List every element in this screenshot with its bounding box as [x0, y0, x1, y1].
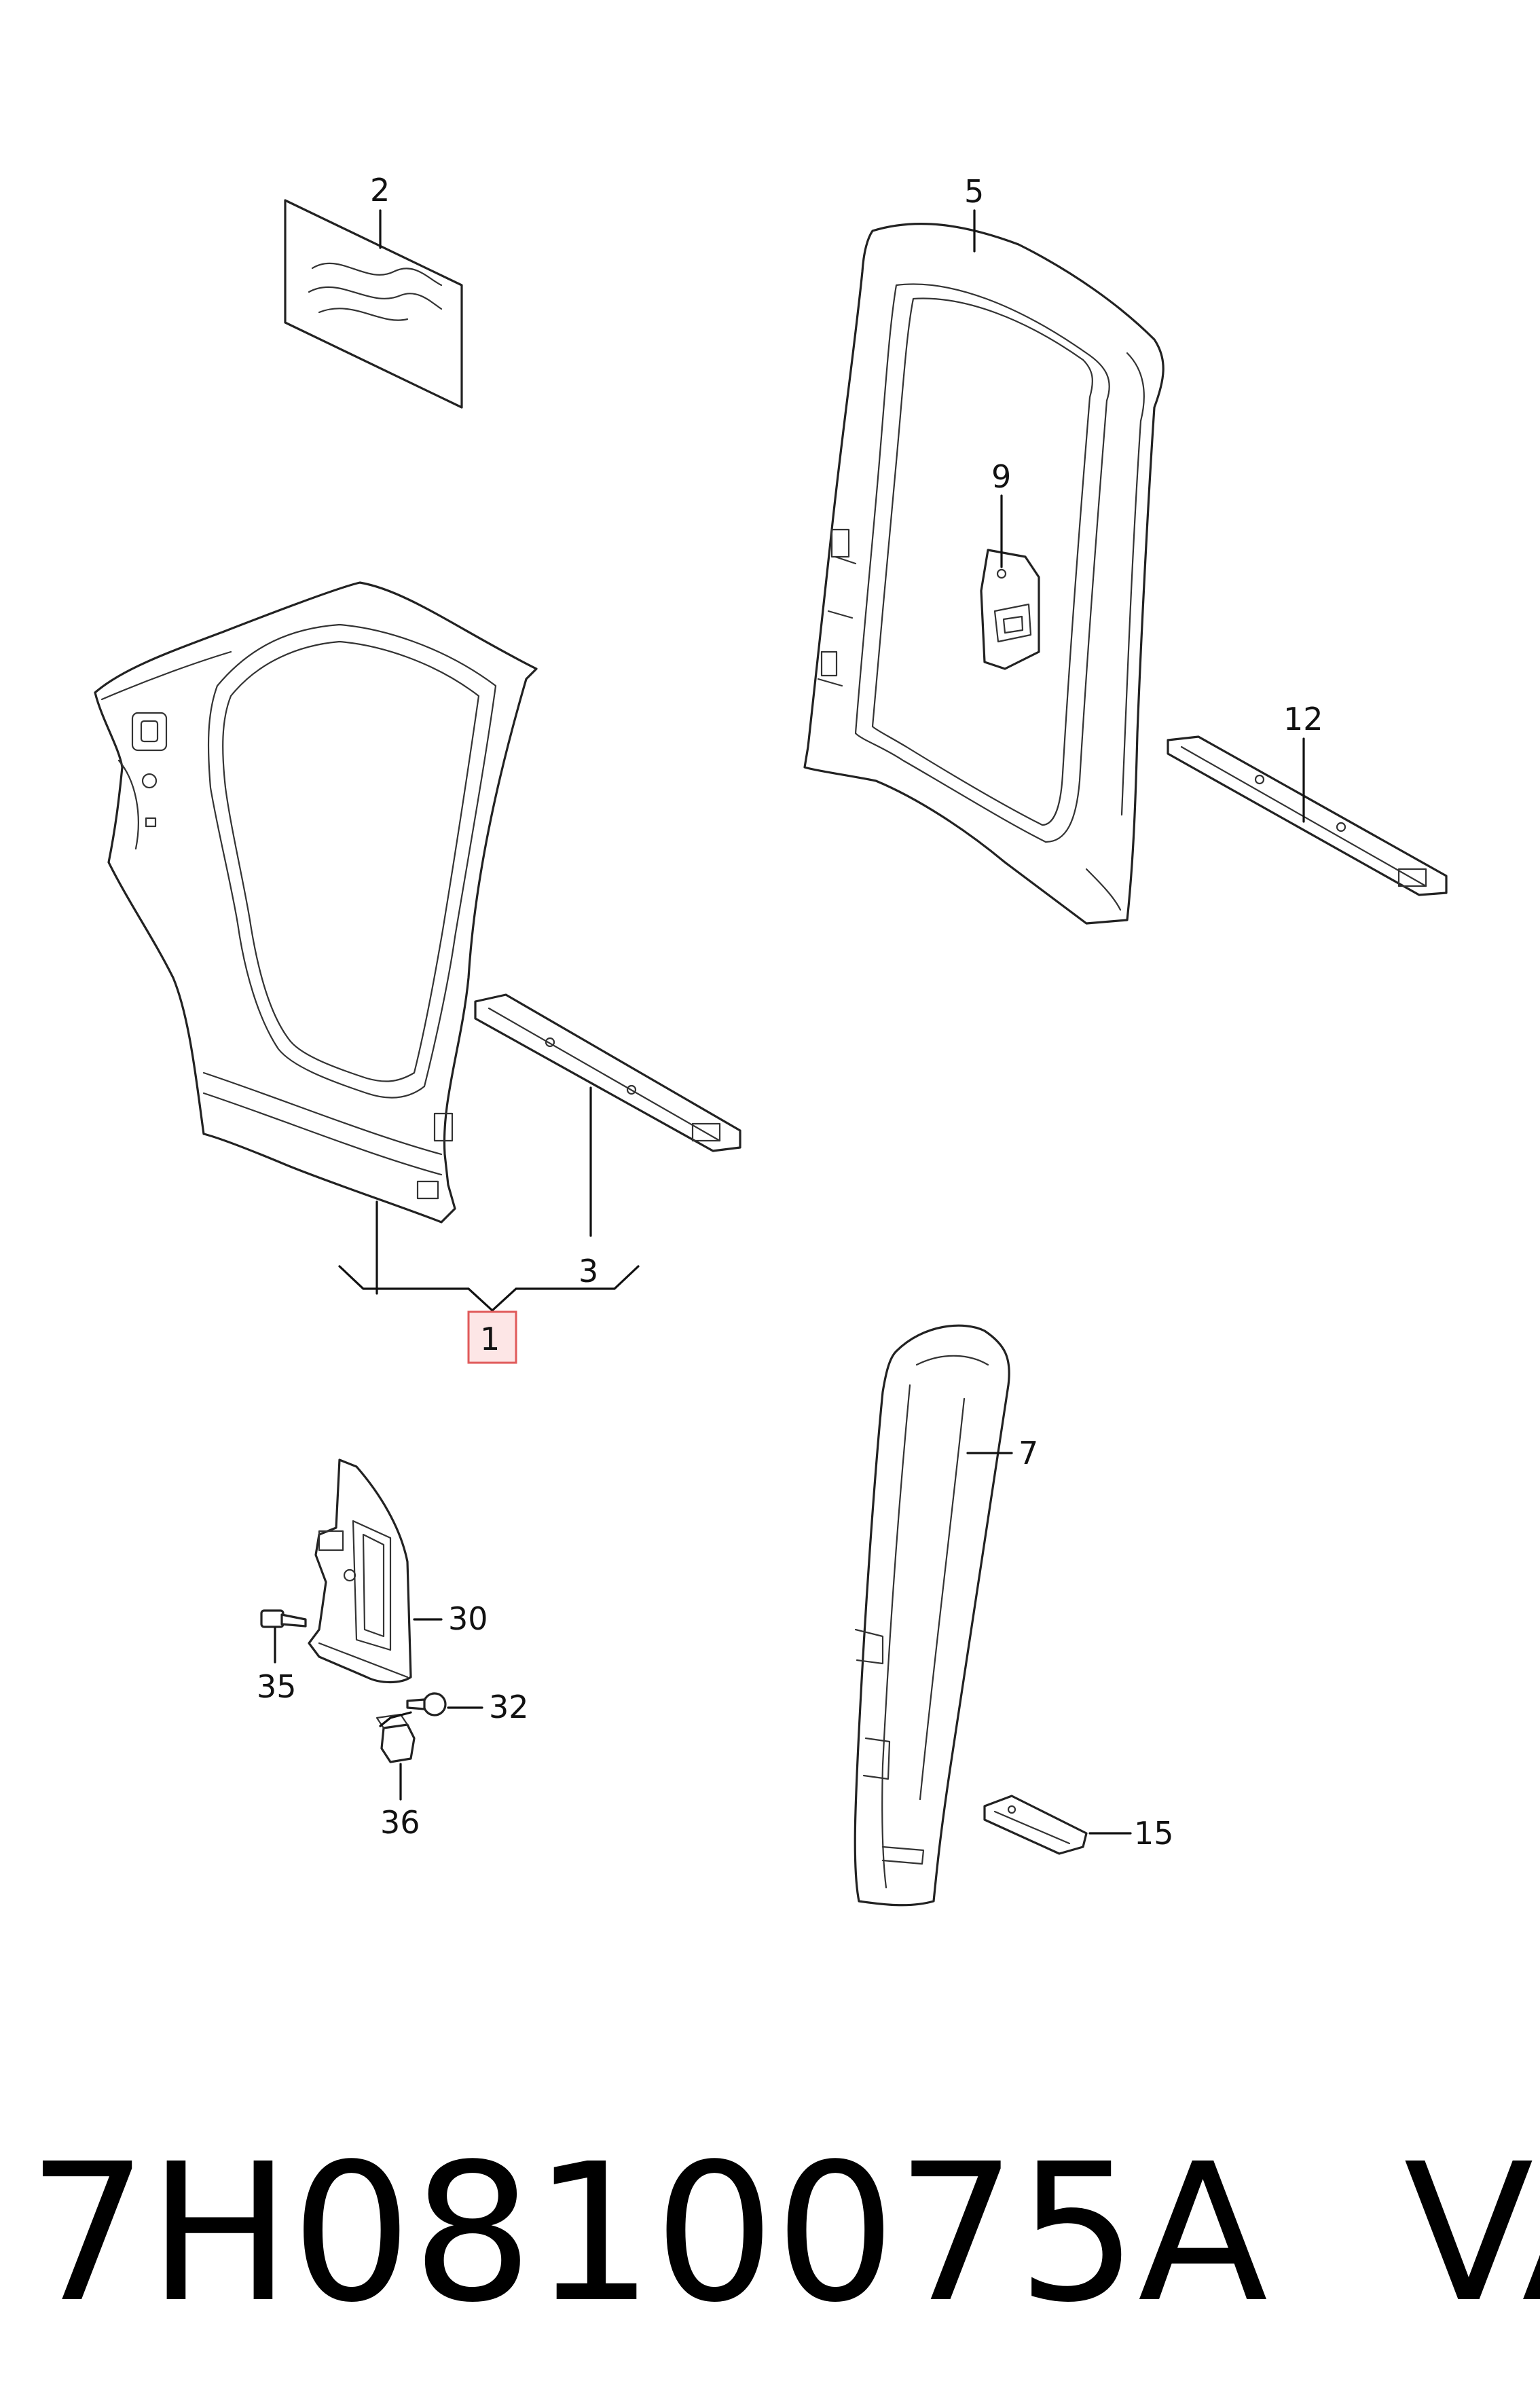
- part-12-rear-sill-strip: [1167, 735, 1448, 896]
- part-1-door-frame-panel: [94, 581, 538, 1224]
- callout-7: 7: [1019, 1435, 1038, 1471]
- part-32-screw: [406, 1692, 447, 1716]
- callout-2: 2: [370, 172, 390, 208]
- part-number: 7H0810075A: [27, 2123, 1268, 2345]
- part-3-sill-strip: [474, 993, 741, 1152]
- brand-name: VAG: [1404, 2123, 1540, 2345]
- part-15-small-bracket: [983, 1795, 1088, 1855]
- callout-1-highlight: [467, 1310, 517, 1364]
- part-30-inner-bracket: [308, 1458, 412, 1684]
- leader-lines: [274, 209, 1305, 1835]
- callout-3: 3: [579, 1253, 598, 1289]
- part-35-bolt: [260, 1609, 307, 1628]
- part-2-label-sticker: [284, 199, 463, 409]
- callout-30: 30: [448, 1600, 488, 1637]
- callout-15: 15: [1134, 1815, 1174, 1852]
- callout-36: 36: [380, 1804, 420, 1841]
- callout-5: 5: [964, 173, 984, 210]
- part-7-pillar-reinforcement: [854, 1324, 1010, 1907]
- callout-12: 12: [1283, 701, 1323, 737]
- callout-32: 32: [489, 1689, 529, 1725]
- footer-caption: 7H0810075A VAG: [27, 2118, 1540, 2349]
- part-36-clip: [375, 1713, 416, 1763]
- callout-35: 35: [257, 1668, 297, 1705]
- callout-1: 1: [480, 1321, 500, 1357]
- part-9-lock-bracket: [980, 549, 1040, 670]
- callout-9: 9: [991, 458, 1011, 495]
